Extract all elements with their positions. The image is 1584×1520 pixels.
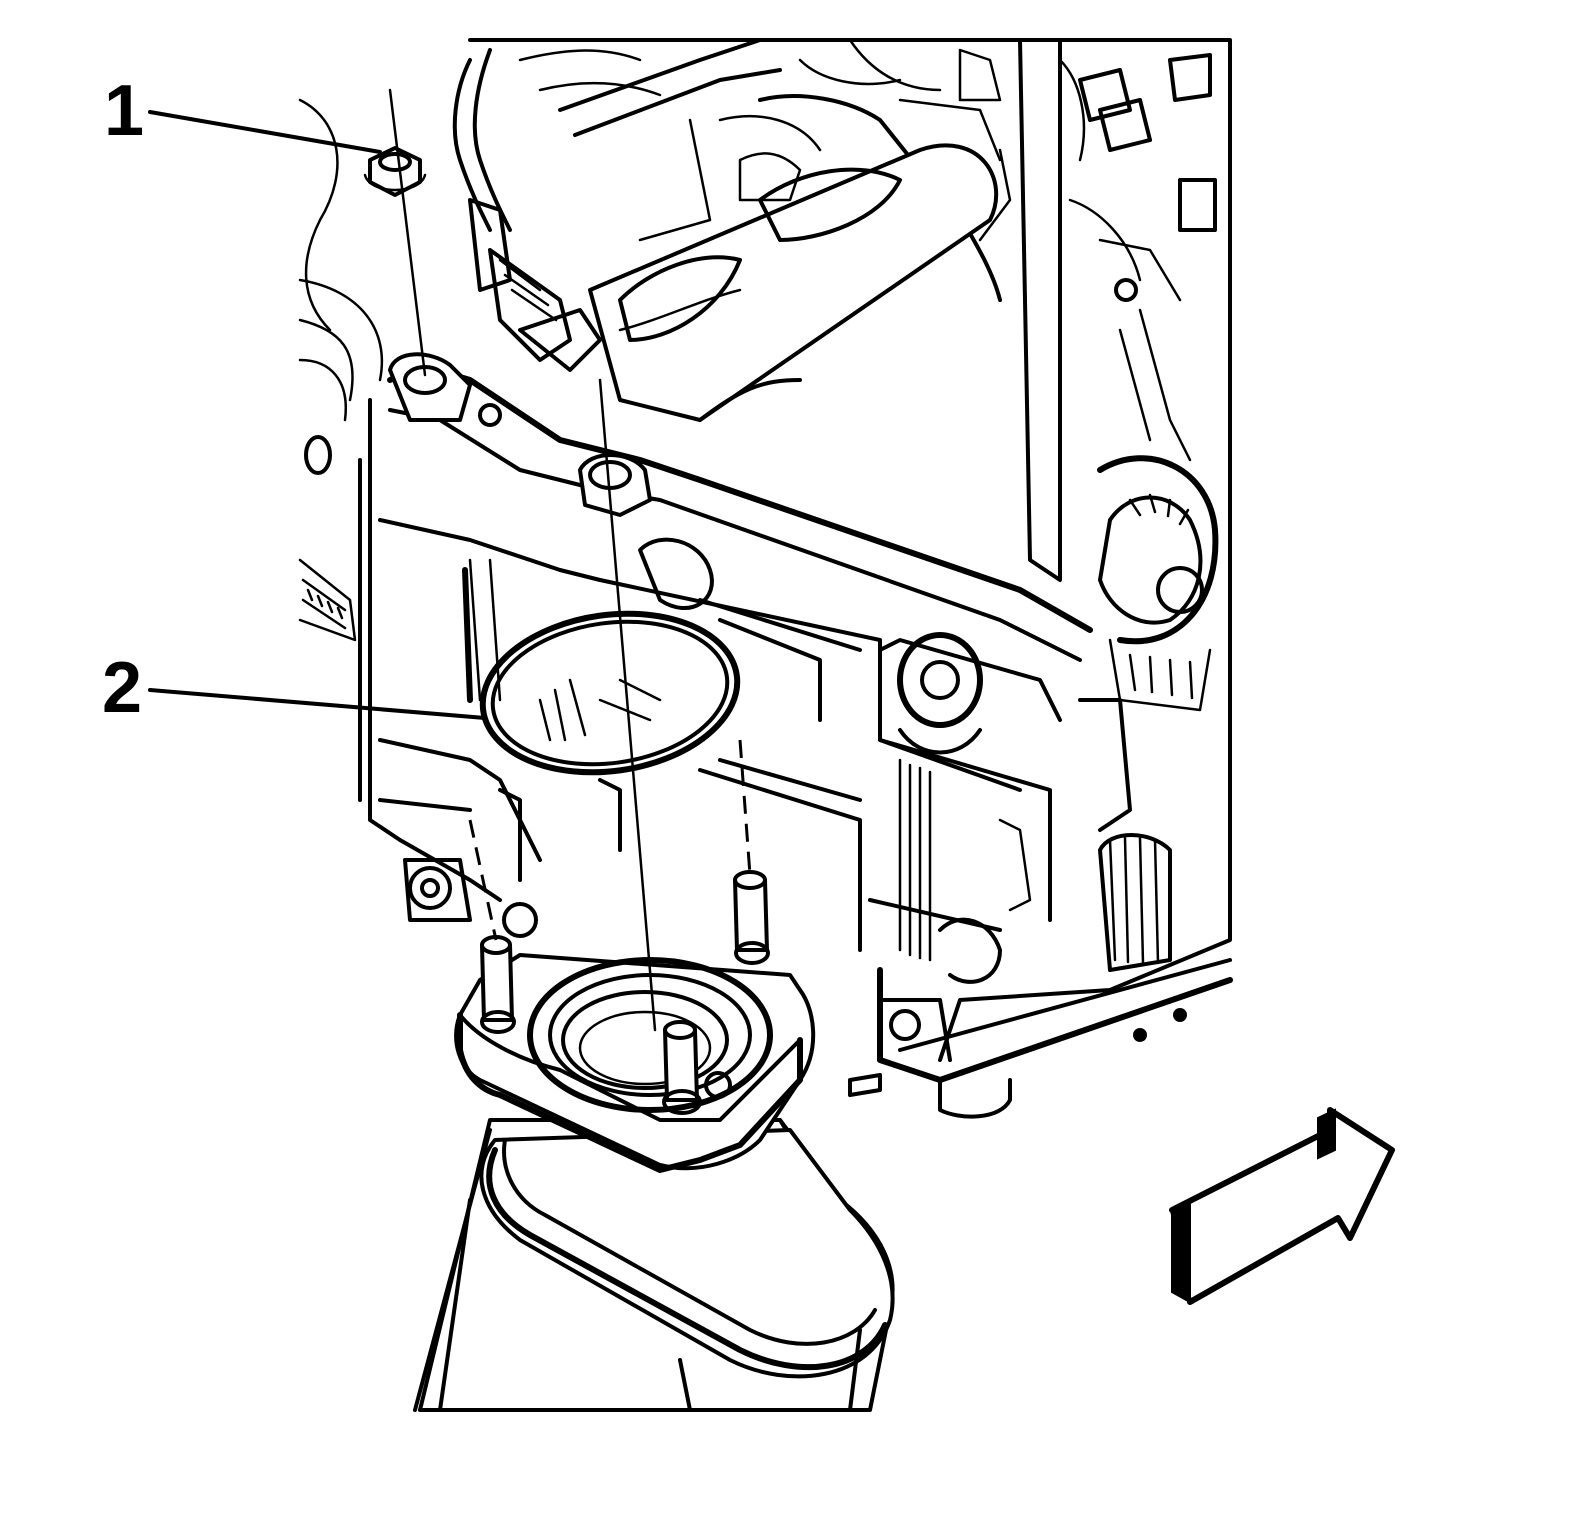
callout-2-leader — [148, 688, 487, 720]
flange-stud-right — [733, 870, 770, 965]
manifold-flange — [388, 352, 652, 517]
exhaust-flange — [454, 739, 816, 1173]
engine-upper-assembly — [298, 38, 1232, 1062]
engine-lower-block — [358, 362, 1233, 1119]
callout-1-label: 1 — [104, 71, 144, 151]
fastener-nut — [363, 88, 427, 377]
stud-guide-line — [598, 378, 657, 1032]
exhaust-pipe-converter — [413, 1118, 895, 1412]
forward-direction-arrow-icon — [1169, 1107, 1395, 1305]
callout-1-leader — [148, 110, 382, 154]
callout-2: 2 — [102, 648, 487, 728]
callout-1: 1 — [104, 71, 382, 154]
flange-stud-front — [662, 1020, 702, 1115]
gasket — [479, 610, 741, 882]
flange-stud-left — [480, 935, 516, 1034]
callout-2-label: 2 — [102, 648, 142, 728]
